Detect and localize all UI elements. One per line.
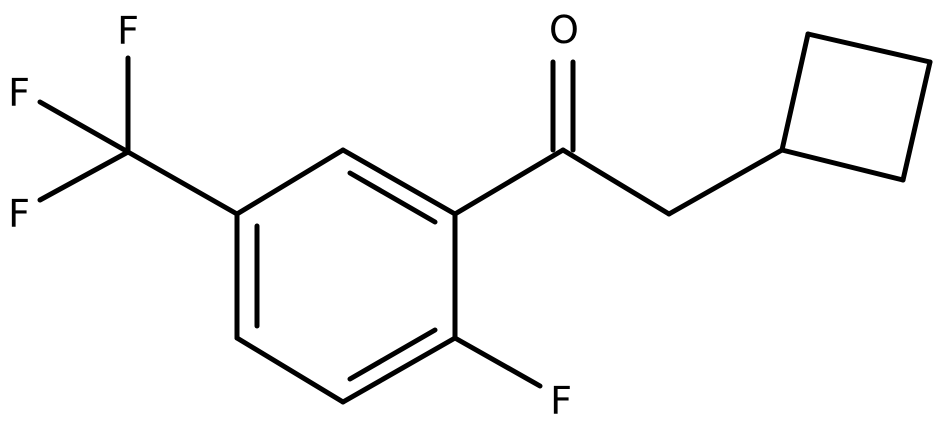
- aryl-carbonyl-bond: [452, 147, 566, 217]
- ring-bond-1-inner: [347, 170, 438, 225]
- carbonyl-ch2-bond: [560, 147, 672, 217]
- cf3-fluorine-left-label: F: [8, 71, 30, 115]
- aryl-f-bond: [452, 335, 543, 389]
- oxygen-label: O: [549, 8, 579, 52]
- oxygen-label-bg: [544, 6, 584, 52]
- cyclobutane-bond-3: [900, 59, 933, 183]
- cf3-f-left-bond: [37, 99, 131, 155]
- ring-bond-3-inner: [347, 327, 438, 382]
- cf3-fluorine-top-label-bg: [110, 8, 144, 54]
- ring-bond-4: [234, 335, 346, 405]
- cyclobutane-bond-1: [779, 31, 811, 153]
- ring-bond-1: [340, 147, 458, 217]
- cf3-fluorine-top-label: F: [117, 9, 139, 53]
- cf3-bond: [125, 149, 240, 217]
- cf3-fluorine-bottom-label: F: [8, 192, 30, 236]
- cyclobutane-bond-4: [779, 147, 906, 183]
- cf3-fluorine-bottom-label-bg: [2, 190, 36, 236]
- ring-bond-6: [234, 147, 346, 217]
- aryl-fluorine-label: F: [550, 379, 572, 423]
- ring-bond-3: [340, 335, 458, 405]
- ch2-cyclobutyl-bond: [666, 147, 785, 217]
- aryl-fluorine-label-bg: [543, 376, 577, 422]
- cf3-f-bottom-bond: [37, 149, 131, 203]
- cyclobutane-bond-2: [805, 31, 933, 65]
- cf3-fluorine-left-label-bg: [2, 70, 36, 116]
